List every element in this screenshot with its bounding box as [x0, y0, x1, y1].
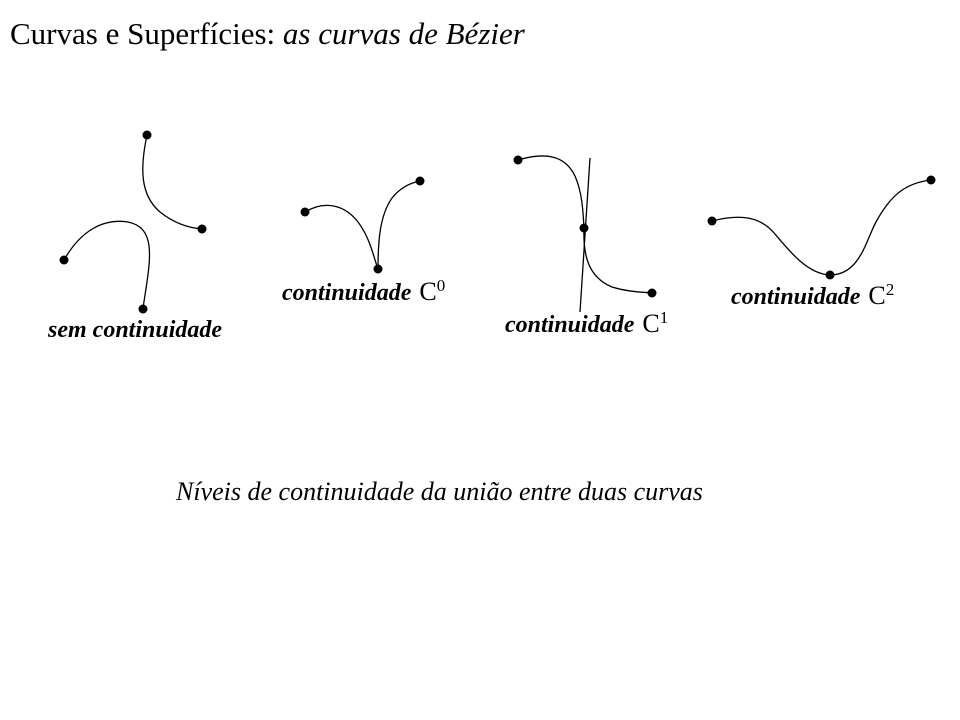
- control-point: [825, 270, 835, 280]
- curve-segment: [711, 216, 831, 276]
- panel-c2: [711, 179, 932, 276]
- control-point: [707, 216, 717, 226]
- control-point: [647, 288, 657, 298]
- continuity-class: C2: [868, 281, 894, 310]
- class-letter: C: [642, 309, 660, 338]
- class-letter: C: [868, 281, 886, 310]
- class-letter: C: [419, 277, 437, 306]
- control-point: [373, 264, 383, 274]
- class-exponent: 1: [659, 308, 669, 327]
- curve-segment: [142, 134, 203, 230]
- panel-no-continuity: [63, 134, 203, 309]
- panel-c1: [517, 155, 653, 313]
- control-point: [138, 304, 148, 314]
- curve-segment: [517, 155, 585, 229]
- control-point: [415, 176, 425, 186]
- class-exponent: 2: [885, 280, 895, 299]
- label-c2: continuidade C2: [731, 281, 894, 311]
- tangent-line: [579, 157, 591, 313]
- curve-segment: [583, 227, 653, 294]
- control-point: [142, 130, 152, 140]
- curve-segment: [304, 204, 379, 270]
- curve-segment: [377, 180, 421, 270]
- control-point: [300, 207, 310, 217]
- control-point: [197, 224, 207, 234]
- label-text: continuidade: [731, 284, 861, 310]
- label-text: continuidade: [282, 280, 412, 306]
- label-c0: continuidade C0: [282, 277, 445, 307]
- continuity-class: C0: [419, 277, 445, 306]
- class-exponent: 0: [436, 276, 446, 295]
- control-point: [579, 223, 589, 233]
- continuity-class: C1: [642, 309, 668, 338]
- title-main: Curvas e Superfícies:: [10, 16, 276, 51]
- label-c1: continuidade C1: [505, 309, 668, 339]
- curve-segment: [63, 220, 151, 309]
- label-no-continuity: sem continuidade: [48, 316, 222, 344]
- slide-title: Curvas e Superfícies: as curvas de Bézie…: [10, 16, 525, 52]
- label-text: continuidade: [505, 312, 635, 338]
- curve-segment: [829, 179, 932, 276]
- control-point: [926, 175, 936, 185]
- control-point: [513, 155, 523, 165]
- label-text: sem continuidade: [48, 317, 223, 343]
- control-point: [59, 255, 69, 265]
- figure-caption: Níveis de continuidade da união entre du…: [176, 477, 703, 506]
- panel-c0: [304, 180, 421, 270]
- title-subtitle: as curvas de Bézier: [282, 16, 525, 51]
